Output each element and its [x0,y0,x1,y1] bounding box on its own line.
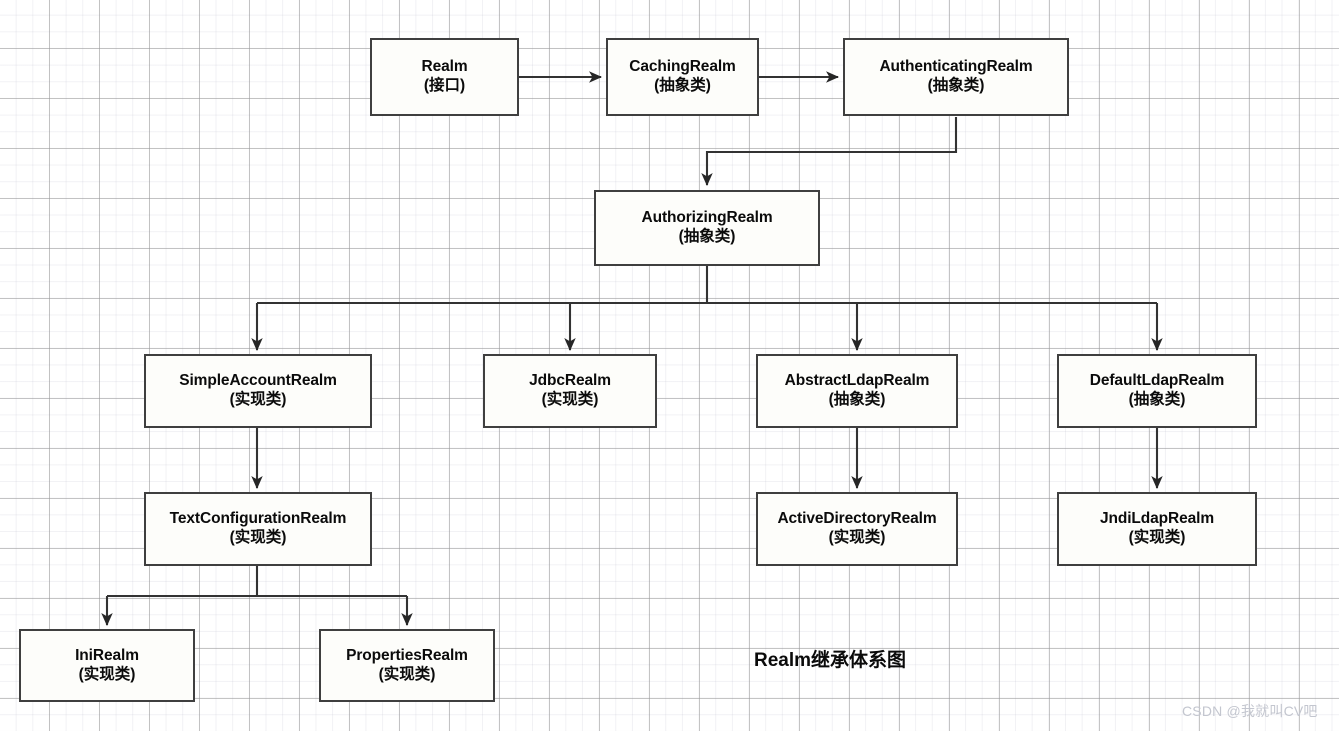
node-caching-realm-name: CachingRealm [629,58,736,76]
node-jndi-ldap-realm[interactable]: JndiLdapRealm (实现类) [1057,492,1257,566]
node-active-directory-realm-stereotype: (实现类) [828,529,886,546]
node-ini-realm[interactable]: IniRealm (实现类) [19,629,195,702]
node-active-directory-realm[interactable]: ActiveDirectoryRealm (实现类) [756,492,958,566]
node-authorizing-realm-stereotype: (抽象类) [678,228,736,245]
bus-authorizing-children [257,266,1157,305]
node-default-ldap-realm[interactable]: DefaultLdapRealm (抽象类) [1057,354,1257,428]
node-authenticating-realm-name: AuthenticatingRealm [879,58,1033,76]
bus-textconfig-children [107,566,407,598]
node-simple-account-realm-name: SimpleAccountRealm [179,372,337,390]
node-realm-stereotype: (接口) [423,77,466,94]
node-properties-realm[interactable]: PropertiesRealm (实现类) [319,629,495,702]
node-active-directory-realm-name: ActiveDirectoryRealm [777,510,937,528]
node-abstract-ldap-realm-stereotype: (抽象类) [828,391,886,408]
node-abstract-ldap-realm-name: AbstractLdapRealm [784,372,930,390]
node-text-configuration-realm[interactable]: TextConfigurationRealm (实现类) [144,492,372,566]
node-abstract-ldap-realm[interactable]: AbstractLdapRealm (抽象类) [756,354,958,428]
node-properties-realm-name: PropertiesRealm [346,646,468,664]
csdn-watermark: CSDN @我就叫CV吧 [1182,703,1318,719]
node-jndi-ldap-realm-stereotype: (实现类) [1128,529,1186,546]
node-ini-realm-name: IniRealm [75,646,139,664]
node-default-ldap-realm-stereotype: (抽象类) [1128,391,1186,408]
node-caching-realm-stereotype: (抽象类) [654,77,711,94]
node-authorizing-realm-name: AuthorizingRealm [641,209,773,227]
node-authorizing-realm[interactable]: AuthorizingRealm (抽象类) [594,190,820,266]
node-realm[interactable]: Realm (接口) [370,38,519,116]
node-jdbc-realm[interactable]: JdbcRealm (实现类) [483,354,657,428]
node-caching-realm[interactable]: CachingRealm (抽象类) [606,38,759,116]
node-jndi-ldap-realm-name: JndiLdapRealm [1099,510,1215,528]
node-properties-realm-stereotype: (实现类) [378,665,436,683]
diagram-title: Realm继承体系图 [754,650,907,671]
node-text-configuration-realm-stereotype: (实现类) [229,529,287,546]
node-authenticating-realm-stereotype: (抽象类) [927,77,985,94]
node-simple-account-realm[interactable]: SimpleAccountRealm (实现类) [144,354,372,428]
node-jdbc-realm-stereotype: (实现类) [541,391,599,408]
node-realm-name: Realm [421,58,468,76]
node-simple-account-realm-stereotype: (实现类) [229,391,287,408]
node-default-ldap-realm-name: DefaultLdapRealm [1089,372,1225,390]
node-text-configuration-realm-name: TextConfigurationRealm [169,510,347,528]
edge-authenticating-to-authorizing [701,117,958,187]
node-ini-realm-stereotype: (实现类) [78,665,136,683]
node-jdbc-realm-name: JdbcRealm [529,372,611,390]
node-authenticating-realm[interactable]: AuthenticatingRealm (抽象类) [843,38,1069,116]
